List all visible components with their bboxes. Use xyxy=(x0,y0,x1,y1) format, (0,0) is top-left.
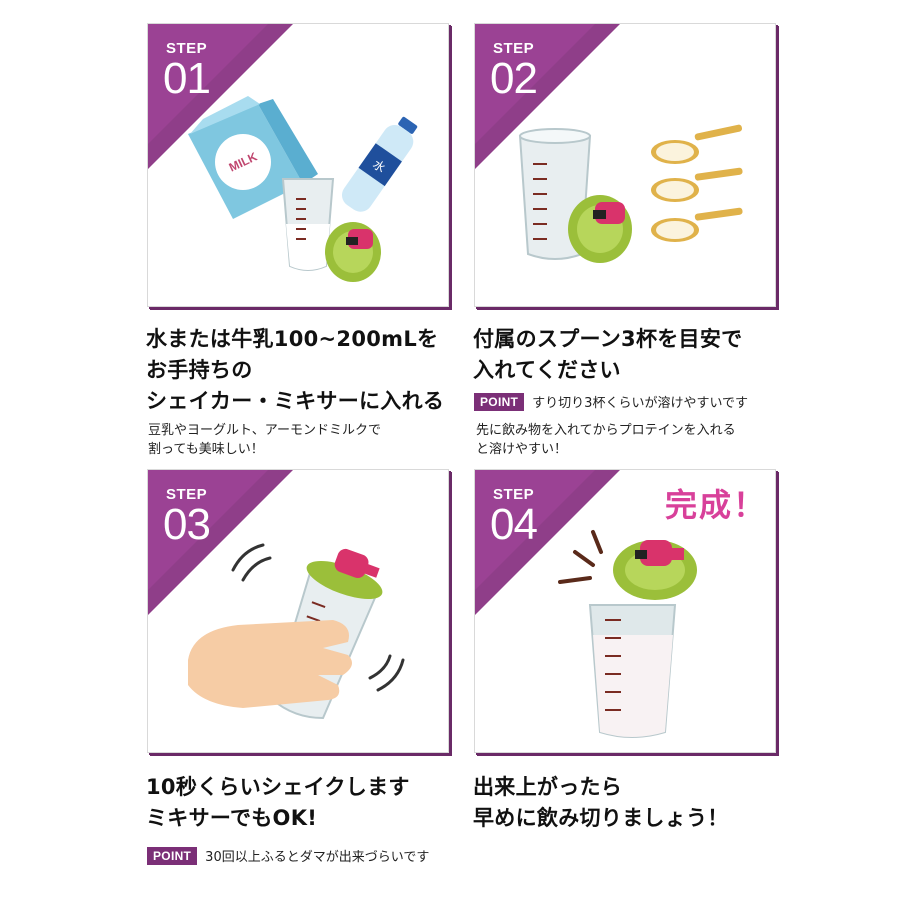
title-line: 水または牛乳100~200mLを xyxy=(146,327,439,351)
step-01-panel: MILK 水 STEP 01 xyxy=(147,23,449,307)
shaker-cup-icon xyxy=(588,604,677,738)
title-line: シェイカー・ミキサーに入れる xyxy=(146,389,445,413)
motion-lines-icon xyxy=(231,543,405,692)
point-badge: POINT xyxy=(474,392,525,411)
step-02-title: 付属のスプーン3杯を目安で 入れてください xyxy=(473,324,742,386)
point-badge: POINT xyxy=(147,846,198,865)
shaker-cup-icon xyxy=(281,178,335,271)
title-line: 付属のスプーン3杯を目安で xyxy=(473,327,743,351)
title-line: 入れてください xyxy=(473,358,621,382)
note-line: と溶けやすい！ xyxy=(476,442,568,457)
title-line: 早めに飲み切りましょう！ xyxy=(473,806,729,830)
point-text: すり切り3杯くらいが溶けやすいです xyxy=(532,396,749,411)
note-line: 割っても美味しい！ xyxy=(148,442,264,457)
shaker-lid-icon xyxy=(568,195,632,263)
measuring-spoon-icon xyxy=(651,124,743,164)
measuring-spoon-icon xyxy=(651,167,743,202)
step-02-point: POINT すり切り3杯くらいが溶けやすいです xyxy=(474,392,748,411)
title-line: お手持ちの xyxy=(146,358,253,382)
shaker-lid-icon xyxy=(613,540,697,600)
step-number: 02 xyxy=(490,54,538,103)
title-line: ミキサーでもOK! xyxy=(146,806,318,830)
step-number: 03 xyxy=(163,500,211,549)
step-label: STEP xyxy=(166,486,208,503)
motion-lines-icon xyxy=(558,530,603,584)
step-number: 04 xyxy=(490,500,538,549)
note-line: 先に飲み物を入れてからプロテインを入れる xyxy=(476,423,736,438)
step-04-illustration xyxy=(558,530,697,738)
step-02-note: 先に飲み物を入れてからプロテインを入れる と溶けやすい！ xyxy=(476,421,736,459)
step-label: STEP xyxy=(493,40,535,57)
step-01-illustration: MILK 水 xyxy=(188,96,418,282)
step-number: 01 xyxy=(163,54,211,103)
step-03-illustration xyxy=(188,543,405,720)
step-04-panel: STEP 04 完成！ xyxy=(474,469,776,753)
step-03-point: POINT 30回以上ふるとダマが出来づらいです xyxy=(147,846,429,865)
water-bottle-icon: 水 xyxy=(341,116,418,212)
step-label: STEP xyxy=(166,40,208,57)
step-03-panel: STEP 03 xyxy=(147,469,449,753)
title-line: 10秒くらいシェイクします xyxy=(146,775,410,799)
note-line: 豆乳やヨーグルト、アーモンドミルクで xyxy=(148,423,381,438)
step-01-note: 豆乳やヨーグルト、アーモンドミルクで 割っても美味しい！ xyxy=(148,421,381,459)
hand-icon xyxy=(188,620,352,708)
point-text: 30回以上ふるとダマが出来づらいです xyxy=(205,850,430,865)
measuring-spoon-icon xyxy=(651,207,743,242)
step-label: STEP xyxy=(493,486,535,503)
step-corner-triangle-inner xyxy=(148,470,268,590)
shaker-lid-icon xyxy=(325,222,381,282)
step-corner-triangle-inner xyxy=(475,24,595,144)
complete-label: 完成！ xyxy=(665,486,768,524)
step-01-title: 水または牛乳100~200mLを お手持ちの シェイカー・ミキサーに入れる xyxy=(146,324,444,417)
step-03-title: 10秒くらいシェイクします ミキサーでもOK! xyxy=(146,772,410,834)
step-02-illustration xyxy=(518,124,743,263)
title-line: 出来上がったら xyxy=(473,775,623,799)
step-02-panel: STEP 02 xyxy=(474,23,776,307)
step-04-title: 出来上がったら 早めに飲み切りましょう！ xyxy=(473,772,729,834)
milk-carton-icon: MILK xyxy=(188,96,318,219)
step-corner-triangle-inner xyxy=(475,470,595,590)
